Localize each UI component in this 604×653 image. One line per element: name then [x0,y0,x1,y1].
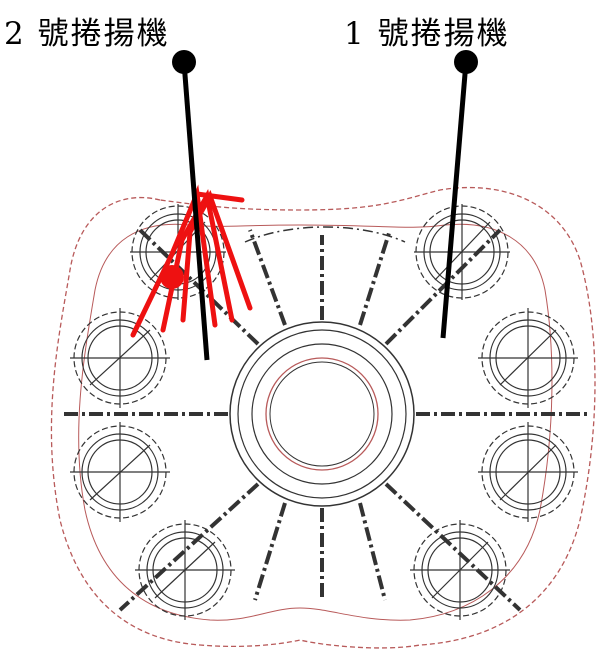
drum-mid-right [478,308,578,408]
highlight-cables [130,184,253,338]
drum-top-right [414,204,510,300]
pointer-hoist-1 [440,50,478,339]
hoist-2-label: 2 號捲揚機 [4,16,170,52]
drum-bottom-right [410,520,510,620]
inner-boundary [78,223,553,621]
pointer-hoist-2 [172,50,210,361]
top-arc [244,226,406,243]
radial-spokes [62,228,590,612]
hoist-1-label: 1 號捲揚機 [344,16,510,52]
drum-bottom-left [135,520,235,620]
drum-low-right [478,422,578,522]
drum-mid-left [70,308,170,408]
drum-low-left [70,422,170,522]
highlight-node [160,265,184,289]
hoist-drums [70,204,578,620]
central-shaft [229,321,415,507]
outer-boundary [50,186,596,649]
